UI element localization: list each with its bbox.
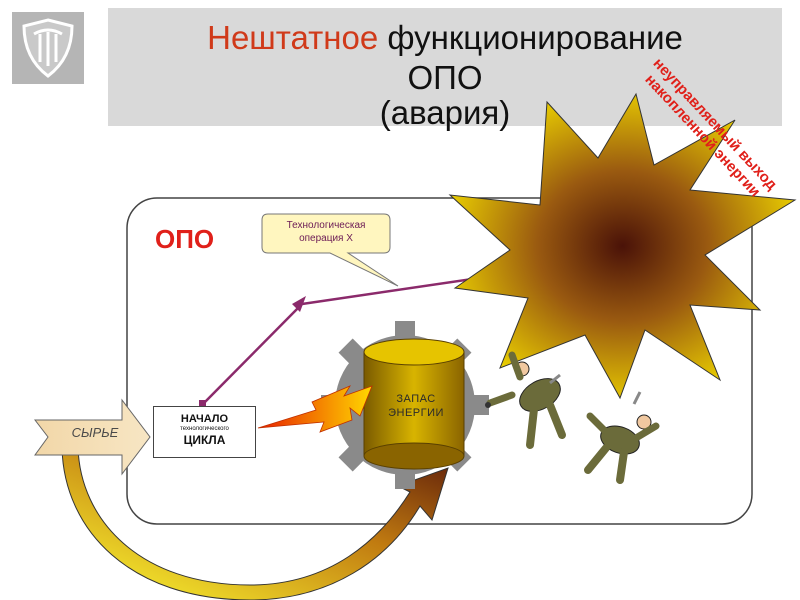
input-label: СЫРЬЕ xyxy=(71,425,119,440)
curved-feedback-arrow xyxy=(61,446,449,600)
opo-label: ОПО xyxy=(155,224,215,254)
callout-line1: Технологическая xyxy=(286,220,366,231)
lightning-bolt-icon xyxy=(257,385,373,433)
cycle-start-box: НАЧАЛО технологического ЦИКЛА xyxy=(153,406,256,458)
shield-logo-icon xyxy=(12,12,84,84)
cycle-start-line3: ЦИКЛА xyxy=(183,433,226,447)
title-banner xyxy=(108,8,782,126)
energy-tank xyxy=(363,338,465,470)
title-accent-word: Нештатное xyxy=(207,19,379,56)
page-title-line2: ОПО xyxy=(407,59,483,96)
energy-label: ЗАПАС ЭНЕРГИИ xyxy=(370,392,462,420)
callout-bubble xyxy=(261,213,399,287)
fleeing-worker-figure-2 xyxy=(584,391,660,484)
page-title-line1: Нештатное функционирование xyxy=(108,18,782,58)
page-title-line3: (авария) xyxy=(379,94,511,131)
energy-line1: ЗАПАС xyxy=(396,393,436,405)
input-arrow xyxy=(33,398,151,476)
callout-line2: операция Х xyxy=(299,233,353,244)
energy-line2: ЭНЕРГИИ xyxy=(388,407,444,419)
cycle-start-line1: НАЧАЛО xyxy=(180,413,229,425)
fleeing-worker-figure-1 xyxy=(485,351,566,449)
callout-text: Технологическая операция Х xyxy=(266,219,386,245)
explosion-burst xyxy=(448,92,797,400)
title-rest-word: функционирование xyxy=(378,19,683,56)
cycle-start-line2: технологического xyxy=(180,426,229,432)
